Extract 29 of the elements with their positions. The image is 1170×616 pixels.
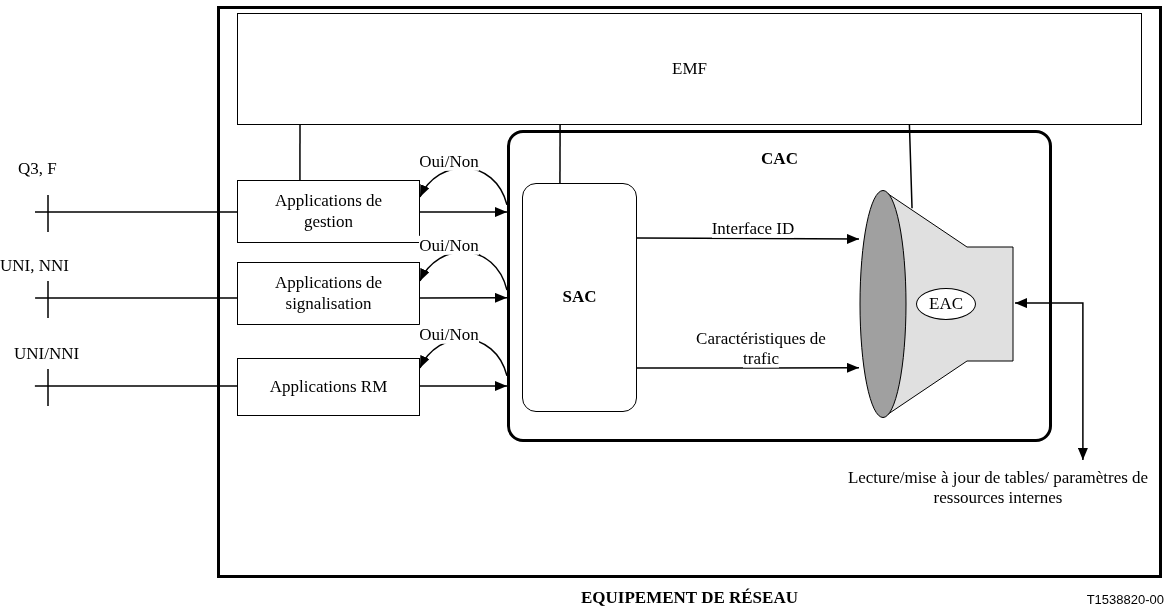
figure-code: T1538820-00	[1086, 592, 1164, 607]
process-box: EMF	[237, 13, 1142, 125]
connector-line	[34, 211, 238, 213]
double-arrow	[1014, 298, 1088, 461]
connector-line	[908, 124, 913, 209]
curved-arrow	[419, 338, 508, 377]
arrow	[636, 362, 860, 373]
arrow	[636, 233, 860, 244]
arrow	[419, 207, 508, 218]
arrow	[419, 292, 508, 303]
diagram-heading: EQUIPEMENT DE RÉSEAU	[581, 588, 798, 608]
curved-arrow	[419, 167, 508, 206]
process-box: Applications de gestion	[237, 180, 420, 243]
edge-label: Oui/Non	[418, 235, 480, 257]
interface-label: Q3, F	[18, 158, 68, 212]
connector-line	[559, 124, 561, 184]
interface-label: UNI/NNI	[14, 343, 86, 386]
note-text: Lecture/mise à jour de tables/ paramètres de ressources internes	[836, 460, 1160, 520]
connector-line	[299, 124, 301, 181]
connector-line	[34, 297, 238, 299]
interface-label: UNI, NNI	[0, 255, 90, 298]
arrow	[419, 381, 508, 391]
process-box: Applications de signalisation	[237, 262, 420, 325]
curved-arrow	[419, 251, 508, 291]
process-box: Applications RM	[237, 358, 420, 416]
group-box	[507, 130, 1052, 442]
process-box: SAC	[522, 183, 637, 412]
connector-line	[34, 385, 238, 387]
group-title: CAC	[761, 149, 798, 169]
